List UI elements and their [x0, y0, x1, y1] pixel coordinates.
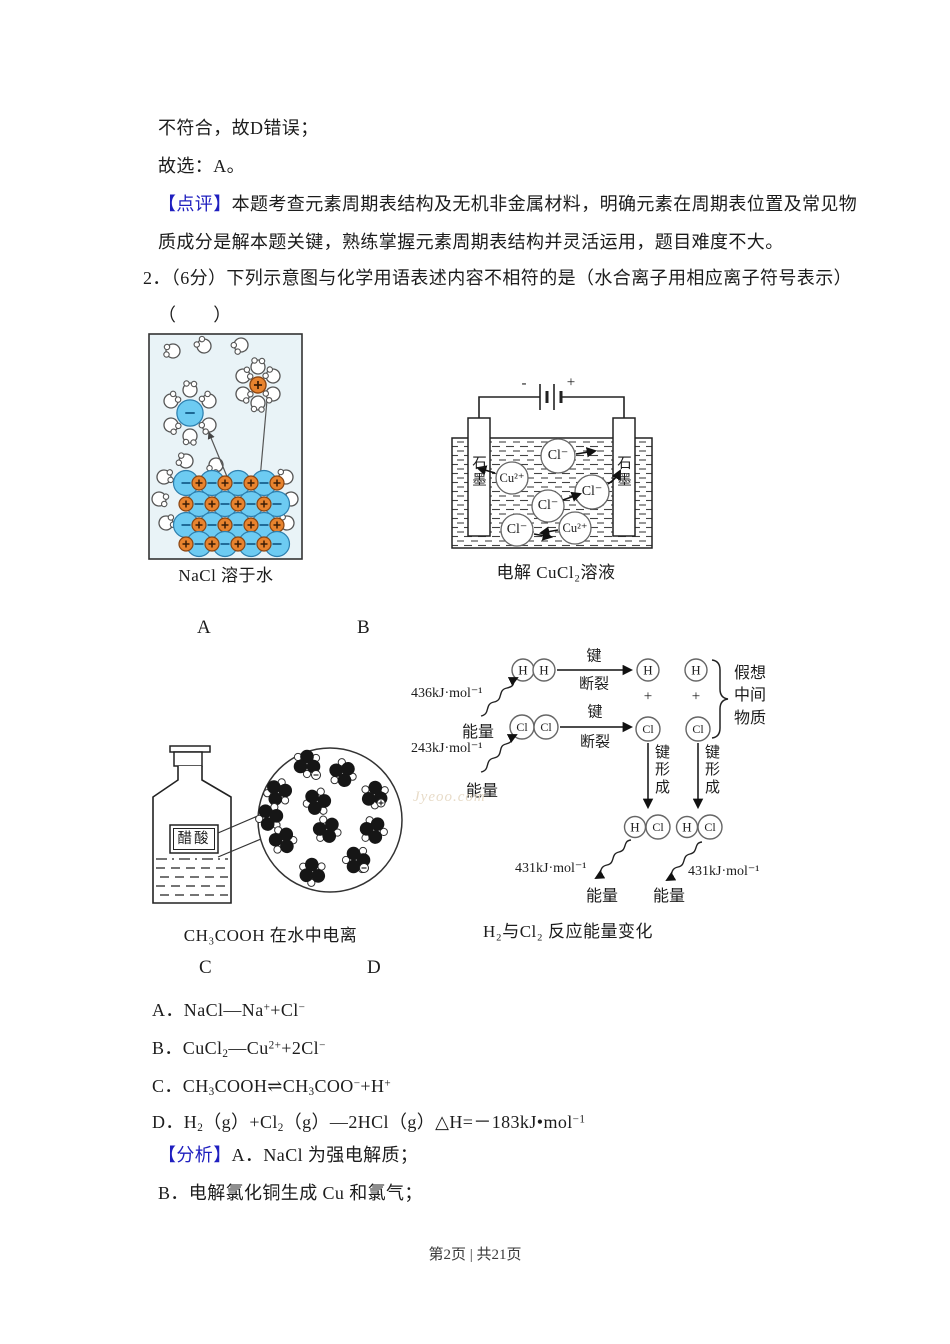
h-atom-label: H: [643, 662, 653, 678]
liquid-surface-lines: [156, 858, 228, 896]
cl-atom-label: Cl: [704, 820, 716, 834]
bond-break-label: 键: [586, 648, 602, 665]
hcl-bond-energy: 431kJ·mol⁻¹: [515, 861, 587, 876]
cl-atom-label: Cl: [652, 820, 664, 834]
figure-label-a: A: [197, 617, 211, 638]
energy-label: 能量: [462, 724, 495, 741]
atom-circles: [509, 658, 723, 840]
copper-ion-label: Cu²⁺: [562, 520, 588, 535]
figure-d-caption: H₂与Cl₂ 反应能量变化: [483, 922, 653, 941]
option-c: C．CH3COOH⇌CH3COO−+H+: [152, 1076, 392, 1098]
comment-text: 本题考查元素周期表结构及无机非金属材料，明确元素在周期表位置及常见物: [231, 194, 858, 214]
h-atom-label: H: [691, 662, 701, 678]
figure-b-drawing: [451, 384, 653, 549]
copper-ion-label: Cu²⁺: [499, 470, 525, 485]
comment-line-2: 质成分是解本题关键，熟练掌握元素周期表结构并灵活运用，题目难度不大。: [158, 232, 784, 252]
battery-plus-terminal: +: [566, 374, 576, 391]
cl-atom-label: Cl: [642, 722, 654, 736]
chloride-ion-label: Cl⁻: [547, 448, 569, 463]
h-atom-label: H: [682, 819, 692, 835]
nacl-crystal-lattice: [172, 469, 291, 558]
ion-motion-arrows: [476, 447, 621, 541]
energy-squiggle-arrows: [480, 677, 703, 881]
bond-break-arrows: [557, 664, 634, 733]
figure-c-caption: CH₃COOH 在水中电离: [183, 926, 358, 945]
intermediate-brace: [711, 659, 729, 739]
plus-sign: +: [643, 688, 653, 705]
solution-line-2: 故选：A。: [158, 156, 245, 176]
reagent-bottle: [152, 745, 232, 904]
figure-a-drawing: [148, 333, 303, 560]
bond-break-label: 键: [587, 704, 603, 721]
figure-label-c: C: [199, 957, 212, 978]
page-footer: 第2页 | 共21页: [428, 1247, 522, 1263]
h-atom-label: H: [539, 662, 549, 678]
figure-a-caption: NaCl 溶于水: [178, 566, 274, 585]
plus-sign: +: [691, 688, 701, 705]
option-a: A．NaCl—Na++Cl−: [152, 1000, 306, 1020]
figure-d-energy-diagram: H H H H Cl Cl Cl Cl H Cl H Cl + + 键 断裂 键…: [405, 648, 830, 946]
bond-break-label: 断裂: [579, 734, 611, 751]
comment-line-1: 【点评】本题考查元素周期表结构及无机非金属材料，明确元素在周期表位置及常见物: [158, 190, 857, 216]
figure-b-caption: 电解 CuCl₂溶液: [496, 563, 616, 582]
battery-and-wires: [478, 384, 625, 418]
bond-form-label: 键形成: [704, 745, 720, 796]
hypothetical-intermediate-label: 假想中间物质: [733, 665, 766, 727]
figure-b-electrolysis: - + 石墨 石墨 Cl⁻ Cu²⁺ Cl⁻ Cl⁻ Cl⁻ Cu²⁺ 电解 C…: [450, 372, 665, 584]
figure-label-d: D: [367, 957, 381, 978]
ion-circles: [495, 438, 610, 547]
energy-label: 能量: [466, 783, 499, 800]
cl-atom-label: Cl: [516, 720, 528, 734]
figure-c-drawing: [152, 745, 403, 904]
h-atom-label: H: [518, 662, 528, 678]
option-b: B．CuCl2—Cu2++2Cl−: [152, 1038, 326, 1060]
analysis-line-b: B．电解氯化铜生成 Cu 和氯气；: [158, 1183, 423, 1203]
chloride-ion-label: Cl⁻: [506, 522, 528, 537]
figure-label-b: B: [357, 617, 370, 638]
chloride-ion-label: Cl⁻: [581, 484, 603, 499]
battery-minus-terminal: -: [521, 375, 527, 392]
figure-d-drawing: [480, 658, 729, 881]
bottle-label: 醋酸: [177, 830, 211, 847]
magnifier-connector: [217, 838, 262, 858]
left-electrode-label: 石墨: [472, 456, 487, 489]
figure-c-acetic-acid: 醋酸 CH₃COOH 在水中电离: [148, 735, 453, 947]
hcl-bond-energy: 431kJ·mol⁻¹: [688, 864, 760, 879]
h-atom-label: H: [630, 819, 640, 835]
hh-bond-energy: 436kJ·mol⁻¹: [411, 686, 483, 701]
bond-break-label: 断裂: [578, 676, 610, 693]
question-stem: 2．（6分）下列示意图与化学用语表述内容不相符的是（水合离子用相应离子符号表示）: [143, 268, 852, 288]
bond-form-arrows: [642, 743, 704, 810]
analysis-line-a: 【分析】A．NaCl 为强电解质；: [158, 1145, 419, 1165]
cl-atom-label: Cl: [540, 720, 552, 734]
figure-a-nacl-dissolving: NaCl 溶于水: [148, 333, 313, 598]
magnifier-connector: [217, 814, 261, 834]
cl-atom-label: Cl: [692, 722, 704, 736]
option-d: D．H2（g）+Cl2（g）—2HCl（g）△H=－183kJ•mol−1: [152, 1112, 586, 1134]
analysis-tag: 【分析】: [158, 1145, 232, 1165]
bond-form-label: 键形成: [654, 745, 670, 796]
solution-line-1: 不符合，故D错误；: [158, 118, 319, 138]
clcl-bond-energy: 243kJ·mol⁻¹: [411, 741, 483, 756]
question-stem-blank: （ ）: [158, 305, 232, 325]
comment-tag: 【点评】: [158, 194, 232, 214]
right-electrode-label: 石墨: [617, 456, 632, 489]
ion-charge-badges: [311, 770, 386, 873]
left-graphite-electrode: [467, 417, 491, 537]
chloride-ion-label: Cl⁻: [537, 498, 559, 513]
energy-label: 能量: [653, 888, 686, 905]
dissolution-arrows: [207, 387, 272, 480]
watermark: Jyeoo.com: [413, 789, 486, 805]
energy-label: 能量: [586, 888, 619, 905]
